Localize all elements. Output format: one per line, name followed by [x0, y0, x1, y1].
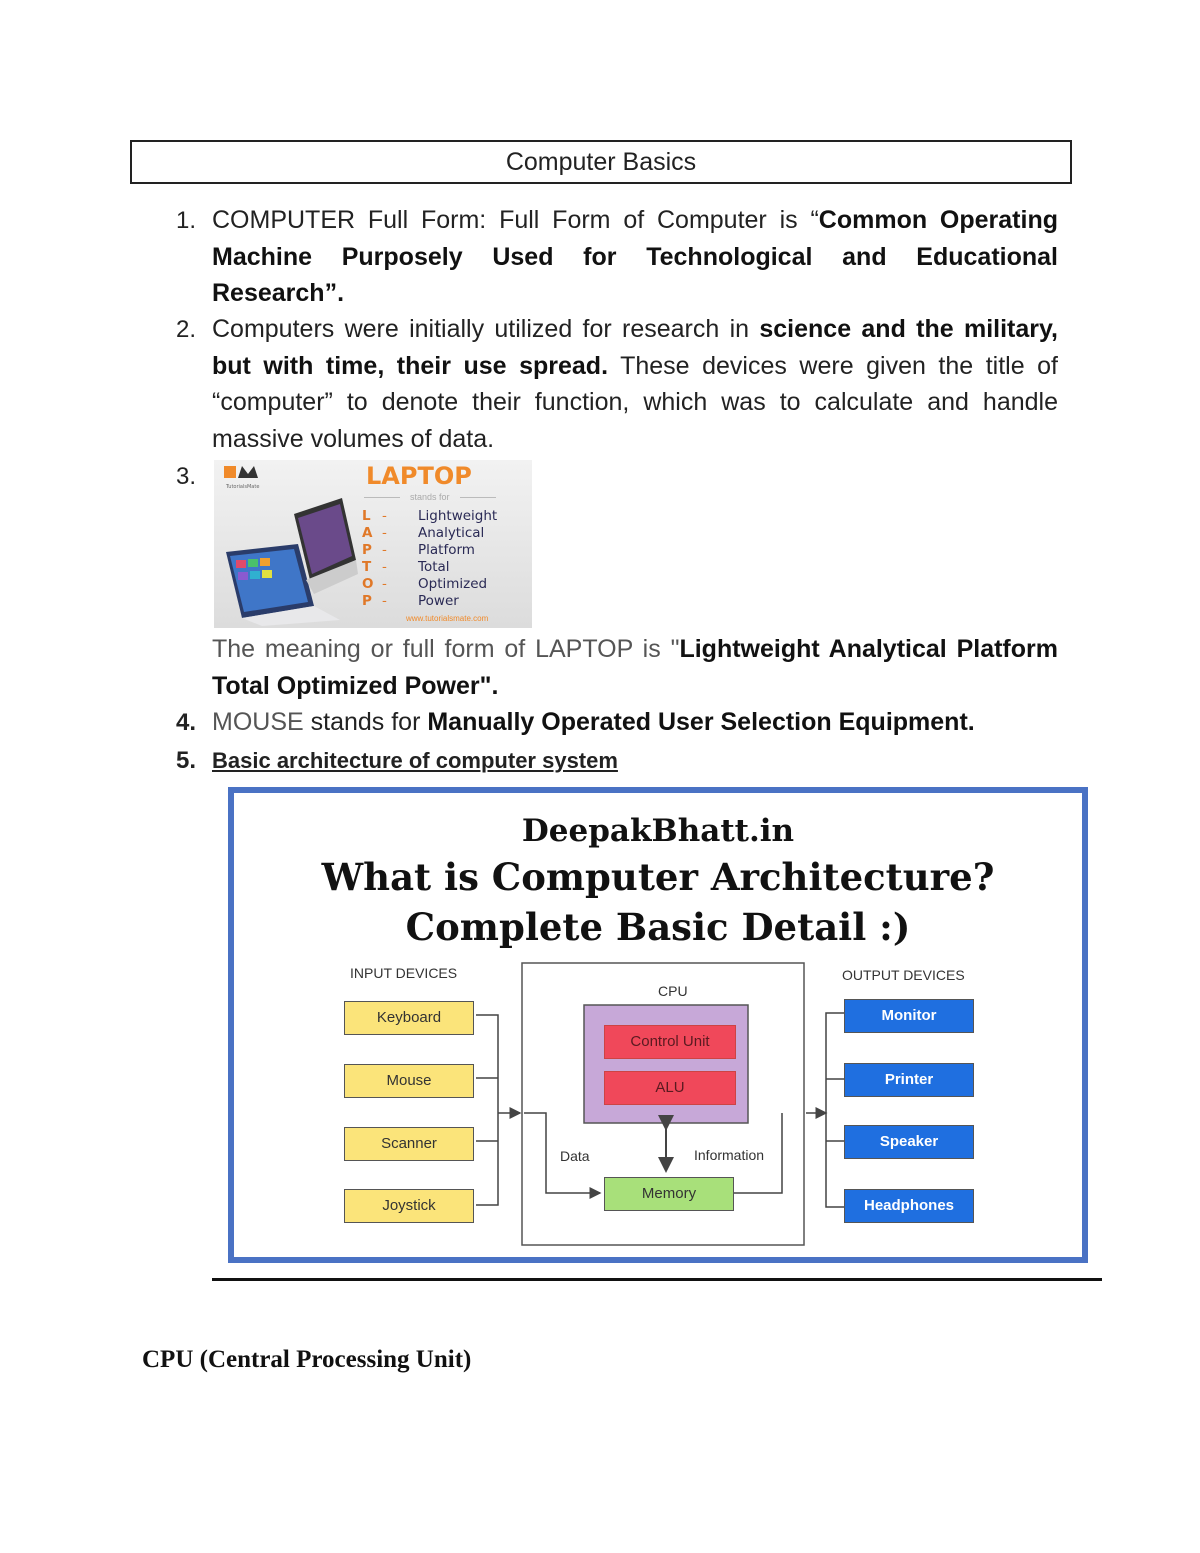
- laptop-title: LAPTOP: [366, 462, 472, 490]
- printer-box: Printer: [844, 1063, 974, 1097]
- architecture-diagram: DeepakBhatt.in What is Computer Architec…: [228, 787, 1088, 1263]
- cpu-label: CPU: [658, 983, 688, 999]
- caption-end: ".: [479, 671, 499, 700]
- acronym-dash: -: [382, 542, 387, 558]
- cpu-frame: [521, 962, 805, 1246]
- input-devices-label: INPUT DEVICES: [350, 965, 458, 981]
- output-devices-label: OUTPUT DEVICES: [842, 967, 965, 983]
- item-heading: Basic architecture of computer system: [212, 742, 1058, 780]
- item-plain-continued: These devices were given the title of “c…: [212, 351, 1058, 453]
- laptop-acronym-list: L-Lightweight A-Analytical P-Platform T-…: [362, 508, 497, 610]
- scanner-box: Scanner: [344, 1127, 474, 1161]
- item-number: 2.: [176, 316, 197, 343]
- laptop-caption: The meaning or full form of LAPTOP is "L…: [212, 631, 1058, 704]
- acronym-row: L- Lightweight: [362, 508, 497, 525]
- information-label: Information: [694, 1147, 765, 1163]
- acronym-word: Optimized: [418, 576, 488, 592]
- item-plain: COMPUTER Full Form: Full Form of Compute…: [212, 206, 819, 234]
- diagram-site: DeepakBhatt.in: [521, 813, 795, 849]
- cpu-heading: CPU (Central Processing Unit): [142, 1346, 472, 1373]
- horizontal-rule: [212, 1278, 1102, 1281]
- acronym-dash: -: [382, 593, 387, 609]
- page-title: Computer Basics: [130, 140, 1072, 184]
- laptop-subtitle: stands for: [410, 492, 450, 502]
- acronym-letter: O: [362, 576, 374, 592]
- item-bold: science and the military, but with time,…: [212, 315, 1058, 380]
- acronym-dash: -: [382, 525, 387, 541]
- item-gray: MOUSE: [212, 708, 304, 736]
- laptop-full-form-image: TutorialsMate LAPTOP stands for L-Lightw…: [214, 460, 532, 628]
- item-plain: stands for: [303, 708, 428, 736]
- caption-bold: Lightweight Analytical Platform Total Op…: [212, 635, 1058, 700]
- svg-text:TutorialsMate: TutorialsMate: [225, 484, 259, 490]
- acronym-letter: P: [362, 542, 372, 558]
- acronym-dash: -: [382, 508, 387, 524]
- acronym-row: P- Power: [362, 593, 497, 610]
- item-number: 1.: [176, 207, 197, 234]
- item-text: MOUSE stands for Manually Operated User …: [212, 704, 1058, 741]
- caption-plain: The meaning or full form of LAPTOP is ": [212, 635, 680, 663]
- acronym-word: Analytical: [418, 525, 485, 541]
- item-bold: Manually Operated User Selection Equipme…: [427, 708, 975, 736]
- item-bold: Common Operating Machine Purposely Used …: [212, 206, 1058, 307]
- acronym-letter: P: [362, 593, 372, 609]
- acronym-letter: L: [362, 508, 371, 524]
- memory-box: Memory: [604, 1177, 734, 1211]
- headphones-box: Headphones: [844, 1189, 974, 1223]
- acronym-word: Power: [418, 593, 459, 609]
- joystick-box: Joystick: [344, 1189, 474, 1223]
- diagram-heading-2: Complete Basic Detail :): [405, 905, 911, 949]
- mouse-box: Mouse: [344, 1064, 474, 1098]
- divider: [460, 497, 496, 498]
- acronym-dash: -: [382, 559, 387, 575]
- item-plain: Computers were initially utilized for re…: [212, 315, 760, 343]
- item-number: 4.: [176, 709, 197, 736]
- alu-box: ALU: [604, 1071, 736, 1105]
- divider: [364, 497, 400, 498]
- speaker-box: Speaker: [844, 1125, 974, 1159]
- acronym-row: A- Analytical: [362, 525, 497, 542]
- acronym-row: P- Platform: [362, 542, 497, 559]
- acronym-word: Lightweight: [418, 508, 498, 524]
- section-heading: Basic architecture of computer system: [212, 748, 618, 773]
- tutorialsmate-logo-icon: TutorialsMate: [224, 466, 259, 490]
- keyboard-box: Keyboard: [344, 1001, 474, 1035]
- item-text: COMPUTER Full Form: Full Form of Compute…: [212, 202, 1058, 312]
- acronym-row: O- Optimized: [362, 576, 497, 593]
- control-unit-box: Control Unit: [604, 1025, 736, 1059]
- acronym-dash: -: [382, 576, 387, 592]
- diagram-heading-1: What is Computer Architecture?: [321, 855, 995, 899]
- acronym-word: Total: [418, 559, 450, 575]
- data-label: Data: [560, 1148, 590, 1164]
- acronym-word: Platform: [418, 542, 475, 558]
- acronym-letter: A: [362, 525, 373, 541]
- laptop-url: www.tutorialsmate.com: [406, 614, 489, 623]
- item-number: 5.: [176, 747, 197, 774]
- monitor-box: Monitor: [844, 999, 974, 1033]
- laptop-icon: [226, 498, 358, 626]
- cpu-core: [583, 1004, 749, 1124]
- item-number: 3.: [176, 463, 197, 490]
- acronym-letter: T: [362, 559, 372, 575]
- item-text: Computers were initially utilized for re…: [212, 311, 1058, 457]
- acronym-row: T- Total: [362, 559, 497, 576]
